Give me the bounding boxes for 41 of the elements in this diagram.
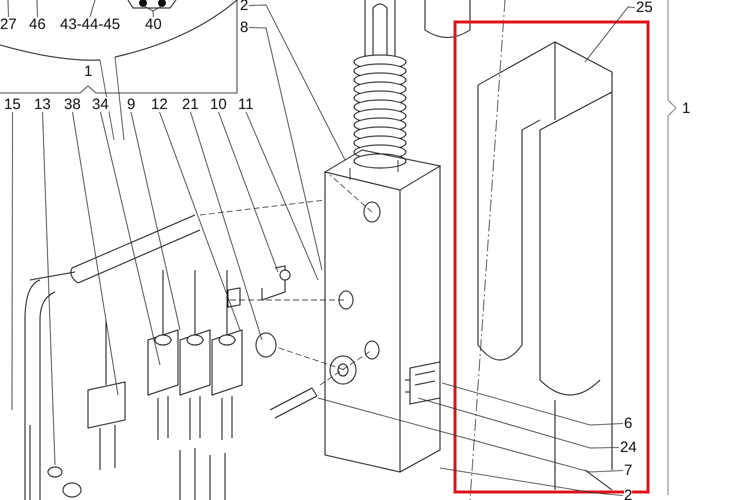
leader-line <box>12 112 13 410</box>
callout-number: 34 <box>92 97 109 112</box>
callout-number: 10 <box>210 97 227 112</box>
leader-line <box>440 468 624 496</box>
callout-number: 6 <box>624 416 632 431</box>
leader-line <box>130 112 180 330</box>
callout-number: 38 <box>64 97 81 112</box>
leader-line <box>442 382 624 426</box>
callout-number: 25 <box>636 0 653 15</box>
callout-number: 9 <box>127 97 136 112</box>
callout-number: 11 <box>238 97 254 112</box>
leader-line <box>218 112 278 272</box>
leader-line <box>42 112 56 466</box>
leader-line <box>584 6 636 62</box>
callout-number: 40 <box>145 17 162 32</box>
leader-line <box>159 112 240 330</box>
callout-number: 27 <box>0 17 17 32</box>
leader-line <box>318 398 624 472</box>
callout-number: 21 <box>182 97 199 112</box>
callout-number: 24 <box>620 440 637 455</box>
callout-number: 8 <box>240 20 248 35</box>
callout-number: 2 <box>624 488 632 500</box>
leader-line <box>190 112 262 340</box>
callout-number: 43-44-45 <box>60 17 120 32</box>
leader-line <box>248 27 322 270</box>
leader-line <box>418 398 620 448</box>
leader-line <box>246 112 318 280</box>
leader-line <box>90 0 96 18</box>
callout-number: 1 <box>682 101 690 116</box>
callout-number: 7 <box>624 463 632 478</box>
callout-number: 1 <box>84 64 92 79</box>
callout-number: 13 <box>34 97 51 112</box>
leader-line <box>72 112 118 396</box>
leader-line <box>100 112 160 366</box>
leader-line <box>144 6 162 18</box>
callout-number: 46 <box>29 17 46 32</box>
leader-line <box>8 0 9 18</box>
leader-line <box>36 0 38 18</box>
callout-number: 12 <box>151 97 168 112</box>
leader-line <box>248 4 346 160</box>
callout-number: 15 <box>4 97 21 112</box>
